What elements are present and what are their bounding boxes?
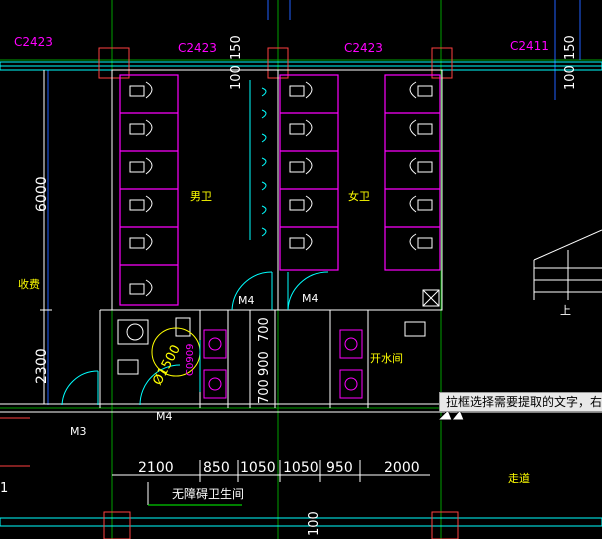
dim-mid-1: 700	[257, 317, 272, 342]
dim-bottom-5: 950	[326, 460, 353, 476]
womens-room-label: 女卫	[348, 189, 370, 203]
window-tag-3: C2423	[344, 41, 383, 55]
stair-up-label: 上	[560, 304, 571, 317]
water-boiler	[404, 321, 426, 337]
dim-mid-3: 700	[257, 379, 272, 404]
womens-stalls	[279, 74, 441, 271]
extract-text-tooltip: 拉框选择需要提取的文字，右	[439, 392, 602, 412]
stair	[533, 229, 602, 300]
dim-bottom-4: 1050	[283, 460, 319, 476]
mens-toilets	[129, 81, 153, 297]
window-tag-2: C2423	[178, 41, 217, 55]
mens-room-label: 男卫	[190, 190, 212, 203]
dim-bottom-6: 2000	[384, 460, 420, 476]
column-lines	[47, 0, 581, 405]
door-c0909: C0909	[185, 344, 196, 376]
window-tag-4: C2411	[510, 39, 549, 53]
cursor-pick-icon	[436, 409, 465, 421]
shaft-cross	[422, 289, 440, 307]
mens-stalls	[119, 74, 179, 306]
corridor-label: 走道	[508, 471, 530, 485]
door-m4-2: M4	[302, 292, 319, 305]
accessible-fixtures	[117, 317, 201, 392]
door-m3: M3	[70, 425, 87, 438]
door-m4-1: M4	[238, 294, 255, 307]
dimension-lines	[40, 70, 430, 506]
dim-top-4: 150	[563, 35, 578, 60]
urinals	[249, 80, 267, 240]
dim-bottom-1: 2100	[138, 460, 174, 476]
dim-top-1: 100	[229, 65, 244, 90]
water-room-label: 开水间	[370, 352, 403, 365]
dim-bottom-3: 1050	[240, 460, 276, 476]
left-edge-label: 1	[0, 481, 8, 496]
doors	[61, 271, 329, 406]
dim-top-2: 150	[229, 35, 244, 60]
window-tag-1: C2423	[14, 35, 53, 49]
bottom-windows	[0, 417, 602, 539]
sinks	[203, 329, 363, 399]
dim-bottom-2: 850	[203, 460, 230, 476]
shaft-box	[422, 289, 440, 307]
door-m4-3: M4	[156, 410, 173, 423]
dim-mid-2: 900	[257, 351, 272, 376]
dim-top-3: 100	[563, 65, 578, 90]
womens-toilets	[289, 81, 433, 251]
dim-left-1: 6000	[34, 176, 50, 212]
cashier-label: 收费	[18, 277, 40, 291]
dim-left-2: 2300	[34, 348, 50, 384]
accessible-wc-label: 无障碍卫生间	[172, 486, 244, 501]
bottom-dim: 100	[307, 511, 322, 536]
